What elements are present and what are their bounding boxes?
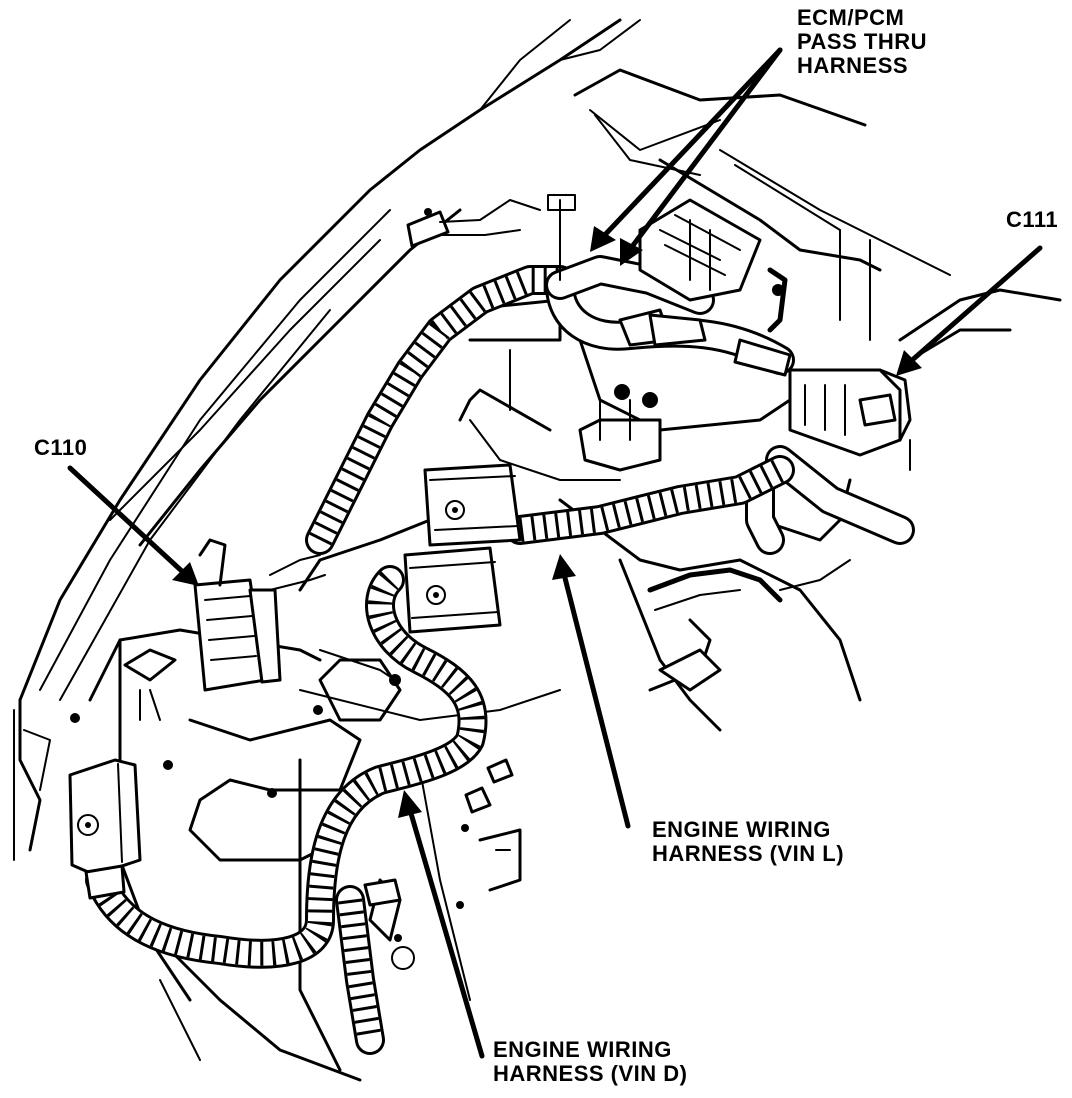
ecm-arrow-2 (625, 47, 783, 255)
harness-upper-trunk (305, 265, 575, 555)
c111-label: C111 (1006, 208, 1058, 232)
c111-arrow (907, 245, 1043, 365)
ecm-label-line1: ECM/PCM (797, 5, 905, 30)
vin-l-label-line1: ENGINE WIRING (652, 817, 831, 842)
cowl-area (573, 68, 1062, 471)
c110-label-text: C110 (34, 435, 88, 460)
engine-harness-vin-l-label: ENGINE WIRING HARNESS (VIN L) (652, 818, 844, 866)
c110-arrow-head (172, 562, 199, 586)
fender-panel (13, 18, 641, 861)
ecm-label-line2: PASS THRU (797, 29, 927, 54)
c111-connector (745, 368, 915, 555)
vin-l-label-line2: HARNESS (VIN L) (652, 841, 845, 866)
relay-boxes (403, 463, 522, 634)
vin-d-arrow (407, 807, 485, 1059)
harness-vin-d (85, 565, 488, 1055)
ecm-pcm-label: ECM/PCM PASS THRU HARNESS (797, 6, 927, 78)
vin-d-label-line2: HARNESS (VIN D) (493, 1061, 688, 1086)
vin-l-arrow (561, 571, 631, 829)
vin-d-arrow-head (398, 790, 422, 818)
vin-d-label-line1: ENGINE WIRING (493, 1037, 672, 1062)
c110-connector (193, 538, 326, 692)
leader-arrows (67, 47, 1043, 1059)
strut-tower (298, 298, 792, 722)
ecm-arrow-1-head (590, 226, 616, 252)
vin-l-arrow-head (552, 554, 576, 580)
front-left-module (68, 758, 142, 900)
c111-label-text: C111 (1006, 207, 1059, 232)
harness-vin-l (505, 455, 795, 545)
front-panel (70, 628, 522, 1082)
c110-label: C110 (34, 436, 87, 460)
upper-left-connector (406, 199, 541, 248)
c111-arrow-head (896, 350, 922, 376)
engine-harness-vin-d-label: ENGINE WIRING HARNESS (VIN D) (493, 1038, 688, 1086)
ecm-module (547, 194, 788, 333)
c110-arrow (67, 465, 188, 577)
wheel-well (558, 478, 862, 732)
ecm-arrow-2-head (620, 238, 643, 266)
ecm-arrow-1 (597, 47, 783, 243)
ecm-label-line3: HARNESS (797, 53, 909, 78)
